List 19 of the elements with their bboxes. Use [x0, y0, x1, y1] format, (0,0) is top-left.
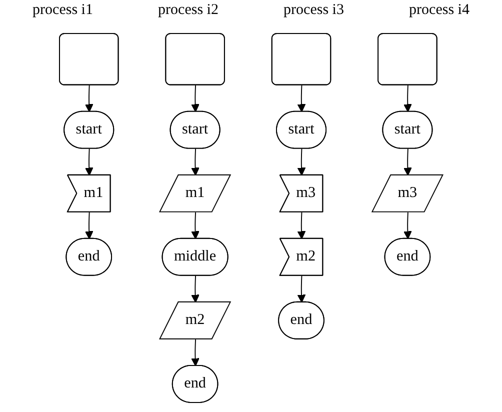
column-heading: process i1 — [32, 2, 93, 19]
arrow — [191, 212, 200, 240]
column-heading: process i2 — [158, 2, 218, 19]
arrow — [191, 148, 200, 176]
arrow — [403, 84, 412, 112]
arrow — [297, 148, 306, 176]
arrow — [84, 212, 94, 240]
arrow — [84, 84, 94, 112]
arrow — [297, 84, 306, 112]
column-heading: process i3 — [284, 2, 344, 19]
arrow — [191, 84, 200, 112]
arrow — [191, 275, 200, 303]
arrow — [297, 212, 306, 240]
arrow — [403, 148, 412, 176]
arrow — [297, 275, 306, 303]
arrow — [403, 212, 412, 240]
column-heading: process i4 — [409, 2, 470, 19]
arrow — [191, 338, 200, 366]
arrow — [84, 148, 94, 176]
